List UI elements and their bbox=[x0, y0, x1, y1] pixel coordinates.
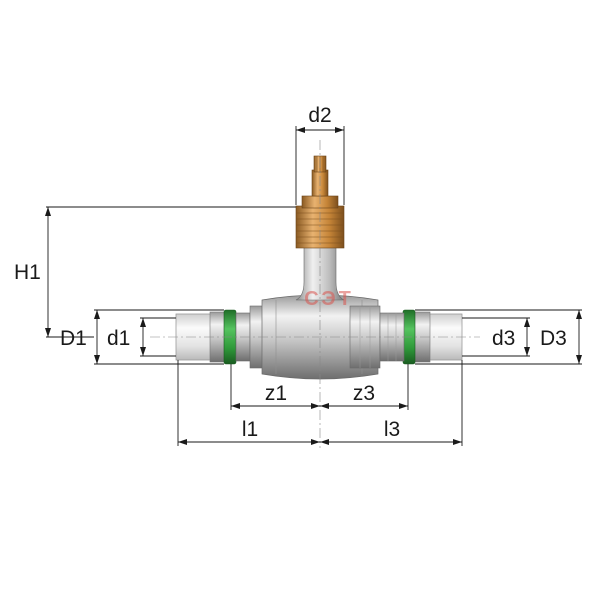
dimension-lines bbox=[45, 126, 582, 446]
label-l3: l3 bbox=[384, 418, 400, 441]
label-z1: z1 bbox=[265, 382, 287, 405]
label-l1: l1 bbox=[242, 418, 258, 441]
label-d1: d1 bbox=[107, 327, 130, 350]
label-D1: D1 bbox=[60, 327, 87, 350]
label-H1: H1 bbox=[14, 261, 41, 284]
watermark: СЭТ bbox=[304, 288, 354, 310]
valve-body-group: СЭТ bbox=[175, 155, 463, 380]
label-d2: d2 bbox=[308, 104, 331, 127]
label-z3: z3 bbox=[353, 382, 375, 405]
label-d3: d3 bbox=[492, 327, 515, 350]
label-D3: D3 bbox=[540, 327, 567, 350]
